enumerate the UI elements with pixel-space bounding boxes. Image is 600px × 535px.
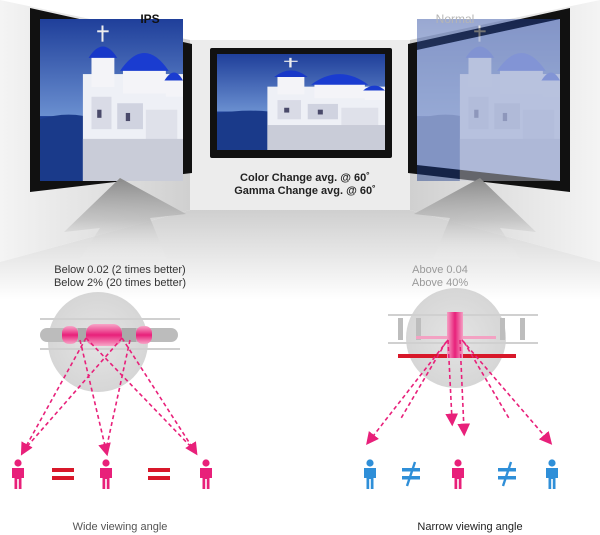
ips-specs: Below 0.02 (2 times better) Below 2% (20…: [20, 264, 220, 290]
person-icon-pink: [100, 459, 112, 489]
ips-spec-gamma: Below 2% (20 times better): [53, 277, 187, 289]
person-icon-pink: [12, 459, 24, 489]
normal-heading: Normal: [435, 12, 475, 26]
normal-pixel-diagram: [366, 288, 553, 446]
person-icon-blue: [546, 459, 558, 489]
person-icon-pink: [452, 459, 464, 489]
equal-sign-icon: [52, 468, 74, 480]
center-monitor: [210, 48, 392, 158]
ips-viewers: [12, 459, 212, 489]
normal-viewers: [364, 459, 558, 489]
person-icon-blue: [364, 459, 376, 489]
not-equal-sign-icon: [498, 461, 516, 487]
color-change-label: Color Change avg. @ 60˚: [240, 172, 370, 184]
ips-heading: IPS: [140, 12, 160, 26]
gamma-change-label: Gamma Change avg. @ 60˚: [234, 185, 376, 197]
ips-viewing-arrow: [64, 178, 186, 262]
center-caption: Color Change avg. @ 60˚ Gamma Change avg…: [210, 172, 400, 198]
normal-viewing-arrow: [414, 178, 536, 262]
person-icon-pink: [200, 459, 212, 489]
ips-monitor: [30, 8, 192, 192]
not-equal-sign-icon: [402, 461, 420, 487]
normal-spec-color: Above 0.04: [412, 264, 468, 276]
normal-specs: Above 0.04 Above 40%: [380, 264, 500, 290]
ips-pixel-diagram: [20, 292, 198, 457]
ips-spec-color: Below 0.02 (2 times better): [54, 264, 186, 276]
normal-spec-gamma: Above 40%: [411, 277, 469, 289]
normal-monitor: [408, 8, 570, 192]
equal-sign-icon: [148, 468, 170, 480]
wide-angle-caption: Wide viewing angle: [72, 521, 168, 533]
narrow-angle-caption: Narrow viewing angle: [417, 521, 523, 533]
